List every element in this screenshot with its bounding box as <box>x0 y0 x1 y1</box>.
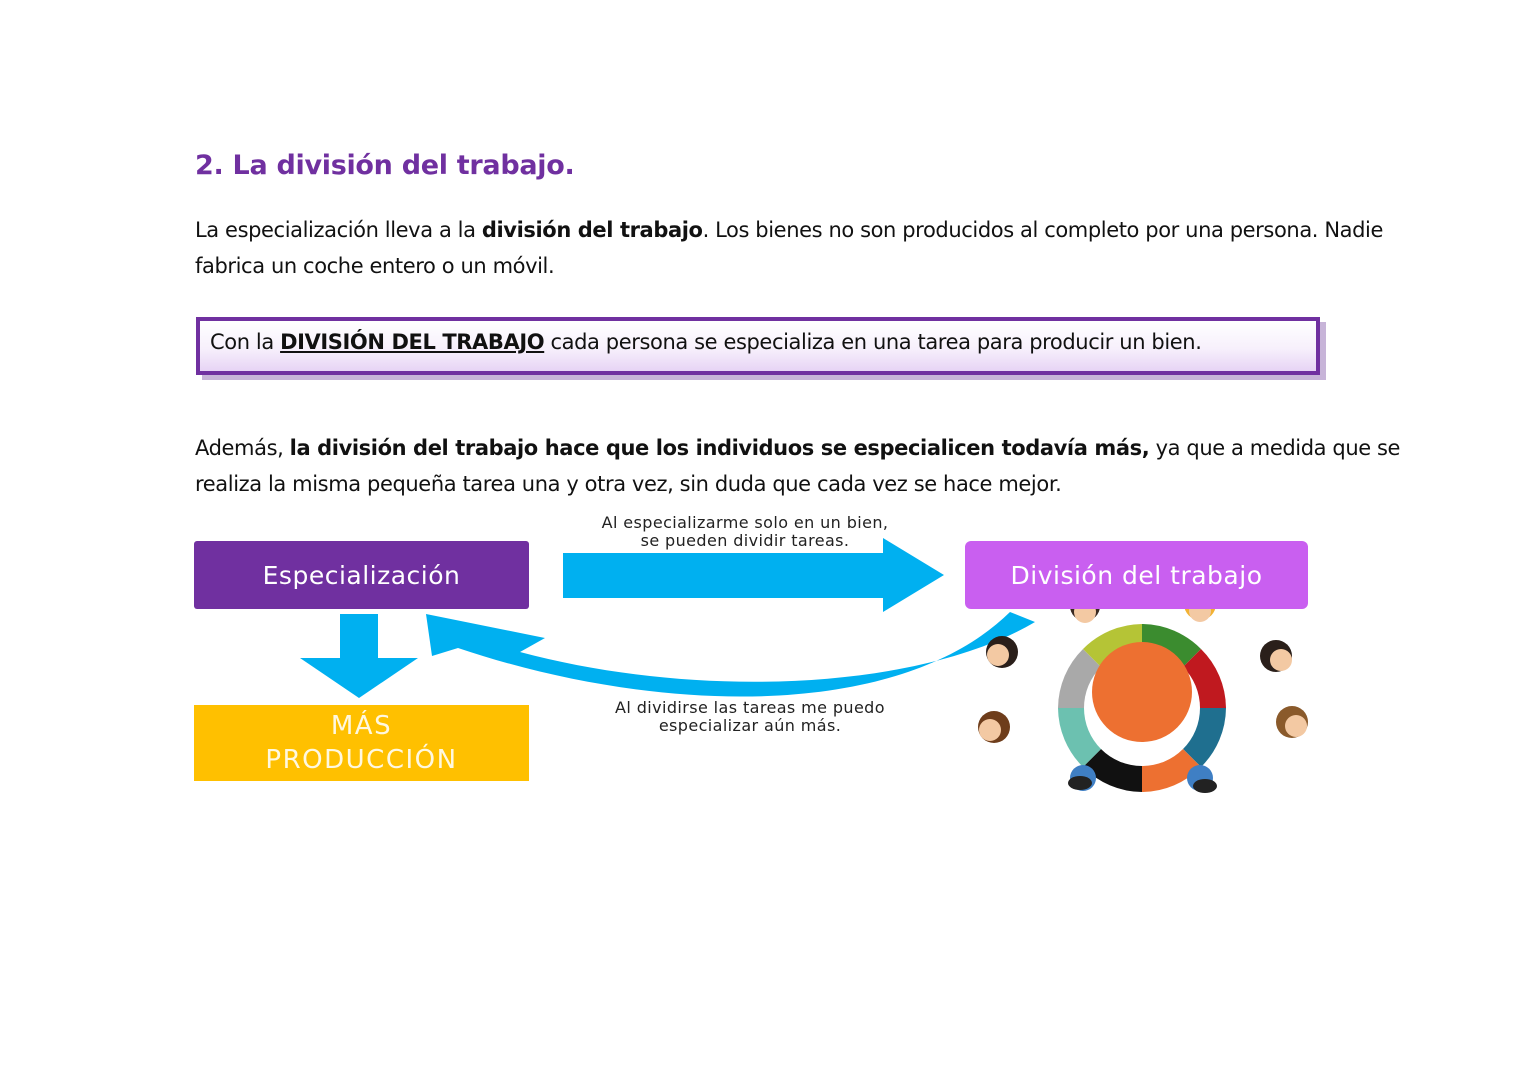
curved-return-arrow-icon <box>426 612 1035 697</box>
specialization-box: Especialización <box>194 541 529 609</box>
caption-top-line2: se pueden dividir tareas. <box>640 531 850 550</box>
paragraph2-bold: la división del trabajo hace que los ind… <box>289 436 1150 460</box>
caption-bottom: Al dividirse las tareas me puedo especia… <box>570 699 930 735</box>
callout-bold: DIVISIÓN DEL TRABAJO <box>280 330 545 354</box>
paragraph2-pre: Además, <box>195 436 290 460</box>
definition-callout: Con la DIVISIÓN DEL TRABAJO cada persona… <box>196 317 1320 375</box>
caption-top-line1: Al especializarme solo en un bien, <box>601 513 889 532</box>
paragraph1-pre: La especialización lleva a la <box>195 218 482 242</box>
section-heading: 2. La división del trabajo. <box>195 150 575 181</box>
more-production-line2: PRODUCCIÓN <box>265 745 458 775</box>
paragraph-specialization: La especialización lleva a la división d… <box>195 212 1420 284</box>
paragraph2-post: ya que a medida que se realiza la misma … <box>195 436 1401 496</box>
callout-text: Con la DIVISIÓN DEL TRABAJO cada persona… <box>210 330 1202 354</box>
division-of-labor-box: División del trabajo <box>965 541 1308 609</box>
right-arrow-icon <box>563 538 944 612</box>
paragraph1-bold: división del trabajo <box>481 218 703 242</box>
caption-bottom-line2: especializar aún más. <box>658 716 842 735</box>
more-production-line1: MÁS <box>330 711 393 741</box>
more-production-box: MÁS PRODUCCIÓN <box>194 705 529 781</box>
caption-top: Al especializarme solo en un bien, se pu… <box>560 514 930 550</box>
paragraph1-post: . Los bienes no son producidos al comple… <box>195 218 1383 278</box>
caption-bottom-line1: Al dividirse las tareas me puedo <box>615 698 885 717</box>
callout-pre: Con la <box>210 330 281 354</box>
down-arrow-icon <box>300 614 418 698</box>
paragraph-further-specialization: Además, la división del trabajo hace que… <box>195 430 1420 502</box>
callout-post: cada persona se especializa en una tarea… <box>544 330 1202 354</box>
